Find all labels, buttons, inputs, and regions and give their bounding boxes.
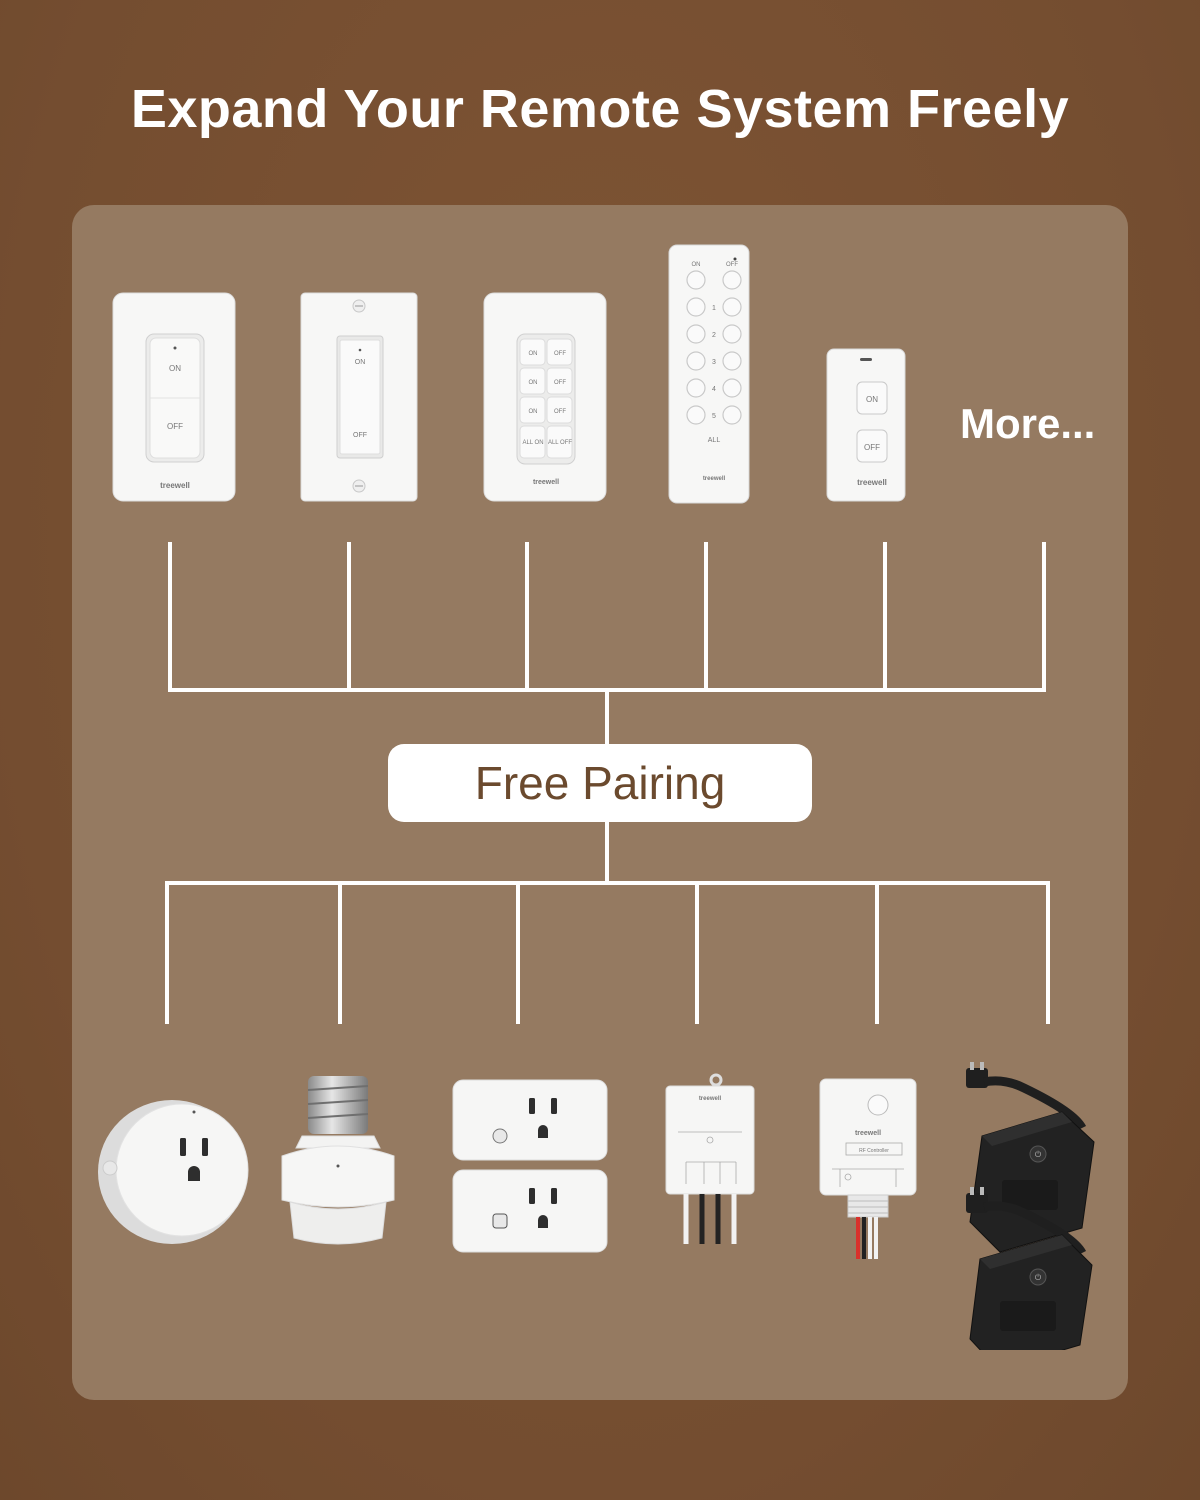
brand-label: treewell [533,479,559,486]
switch-on-label: ON [169,364,181,373]
gang3-on-label: ON [529,409,538,415]
brand-label: treewell [699,1096,722,1102]
gang1-on-label: ON [529,351,538,357]
3-gang-wall-switch: ON OFF ON OFF ON OFF ALL ON ALL OFF tree… [483,292,607,502]
in-wall-relay-module: treewell [664,1072,756,1248]
gang2-on-label: ON [529,380,538,386]
outdoor-plug-2-pack: ⏻ ⏻ [962,1062,1102,1350]
free-pairing-badge: Free Pairing [388,744,812,822]
gang2-off-label: OFF [554,380,566,386]
bulb-socket-adapter [278,1074,398,1250]
svg-text:⏻: ⏻ [1035,1150,1042,1159]
junction-box-controller: treewell RF Controller [818,1077,918,1261]
gang1-off-label: OFF [554,351,566,357]
switch-off-label: OFF [353,432,367,439]
mini-remote: ON OFF treewell [826,348,906,502]
brand-label: treewell [857,478,887,487]
mini-remote-on-label: ON [866,395,878,404]
remote-on-label: ON [692,262,701,268]
brand-label: treewell [703,476,726,482]
mini-remote-off-label: OFF [864,443,880,452]
remote-number-2: 2 [712,332,716,339]
5-channel-remote: ON OFF 1 2 3 4 5 ALL treewell [668,244,750,504]
switch-on-label: ON [355,359,366,366]
more-devices-label: More... [960,400,1096,447]
all-off-label: ALL OFF [548,440,572,446]
switch-off-label: OFF [167,422,183,431]
brand-label: treewell [855,1130,881,1137]
mini-plug-2-pack [450,1078,610,1254]
remote-number-1: 1 [712,305,716,312]
round-smart-plug [96,1090,256,1250]
svg-text:⏻: ⏻ [1035,1273,1042,1282]
single-rocker-wall-switch: ON OFF treewell [112,292,236,502]
page-title: Expand Your Remote System Freely [130,79,1070,139]
remote-number-4: 4 [712,386,716,393]
all-on-label: ALL ON [522,440,543,446]
remote-all-label: ALL [708,437,721,444]
remote-number-3: 3 [712,359,716,366]
gang3-off-label: OFF [554,409,566,415]
remote-off-label: OFF [726,262,738,268]
brand-label: treewell [160,481,190,490]
decora-paddle-switch: ON OFF [300,292,418,502]
rf-controller-label: RF Controller [859,1148,889,1154]
remote-number-5: 5 [712,413,716,420]
